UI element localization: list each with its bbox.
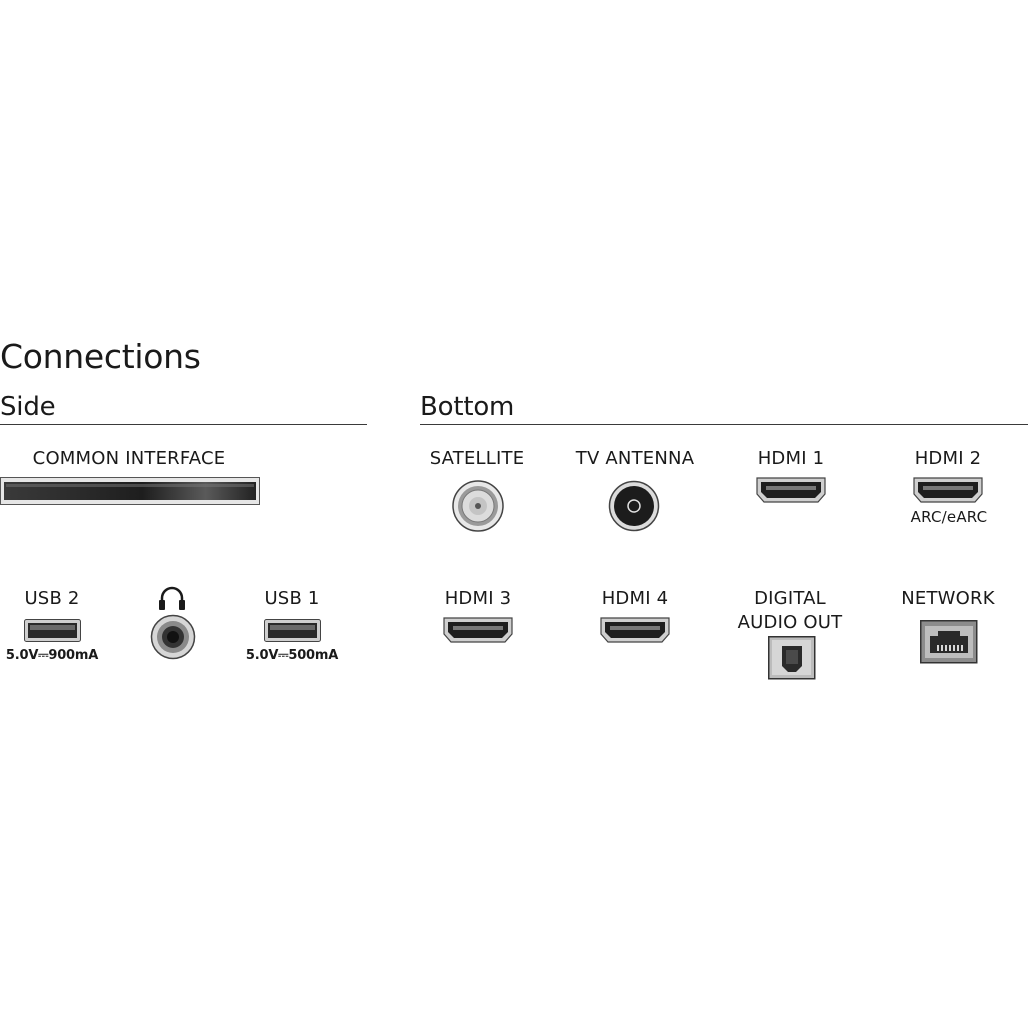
hdmi4-label: HDMI 4 bbox=[601, 588, 669, 609]
hdmi2-port-icon bbox=[913, 477, 985, 503]
page-title: Connections bbox=[0, 337, 201, 376]
hdmi4-port-icon bbox=[600, 617, 672, 643]
digital-audio-label-line2: AUDIO OUT bbox=[737, 612, 843, 633]
bottom-section-title: Bottom bbox=[420, 392, 515, 422]
usb1-port-icon bbox=[264, 619, 322, 643]
usb2-rating: 5.0V⎓900mA bbox=[5, 648, 99, 663]
side-divider bbox=[0, 424, 367, 425]
hdmi3-label: HDMI 3 bbox=[444, 588, 512, 609]
hdmi1-label: HDMI 1 bbox=[757, 448, 825, 469]
antenna-connector-icon bbox=[608, 480, 660, 532]
digital-audio-label-line1: DIGITAL bbox=[754, 588, 826, 609]
headphones-icon bbox=[158, 586, 186, 612]
optical-audio-port-icon bbox=[768, 636, 816, 680]
satellite-connector-icon bbox=[451, 479, 505, 533]
usb2-port-icon bbox=[24, 619, 82, 643]
bottom-divider bbox=[420, 424, 1028, 425]
headphone-jack-icon bbox=[150, 614, 196, 660]
hdmi2-arc-label: ARC/eARC bbox=[910, 508, 988, 526]
tv-antenna-label: TV ANTENNA bbox=[575, 448, 695, 469]
usb1-label: USB 1 bbox=[264, 588, 320, 609]
hdmi1-port-icon bbox=[756, 477, 828, 503]
satellite-label: SATELLITE bbox=[429, 448, 525, 469]
usb1-rating: 5.0V⎓500mA bbox=[245, 648, 339, 663]
common-interface-label: COMMON INTERFACE bbox=[32, 448, 226, 469]
usb2-label: USB 2 bbox=[24, 588, 80, 609]
hdmi3-port-icon bbox=[443, 617, 515, 643]
common-interface-slot-icon bbox=[0, 477, 262, 507]
side-section-title: Side bbox=[0, 392, 56, 422]
hdmi2-label: HDMI 2 bbox=[914, 448, 982, 469]
network-label: NETWORK bbox=[901, 588, 995, 609]
ethernet-port-icon bbox=[920, 620, 978, 664]
